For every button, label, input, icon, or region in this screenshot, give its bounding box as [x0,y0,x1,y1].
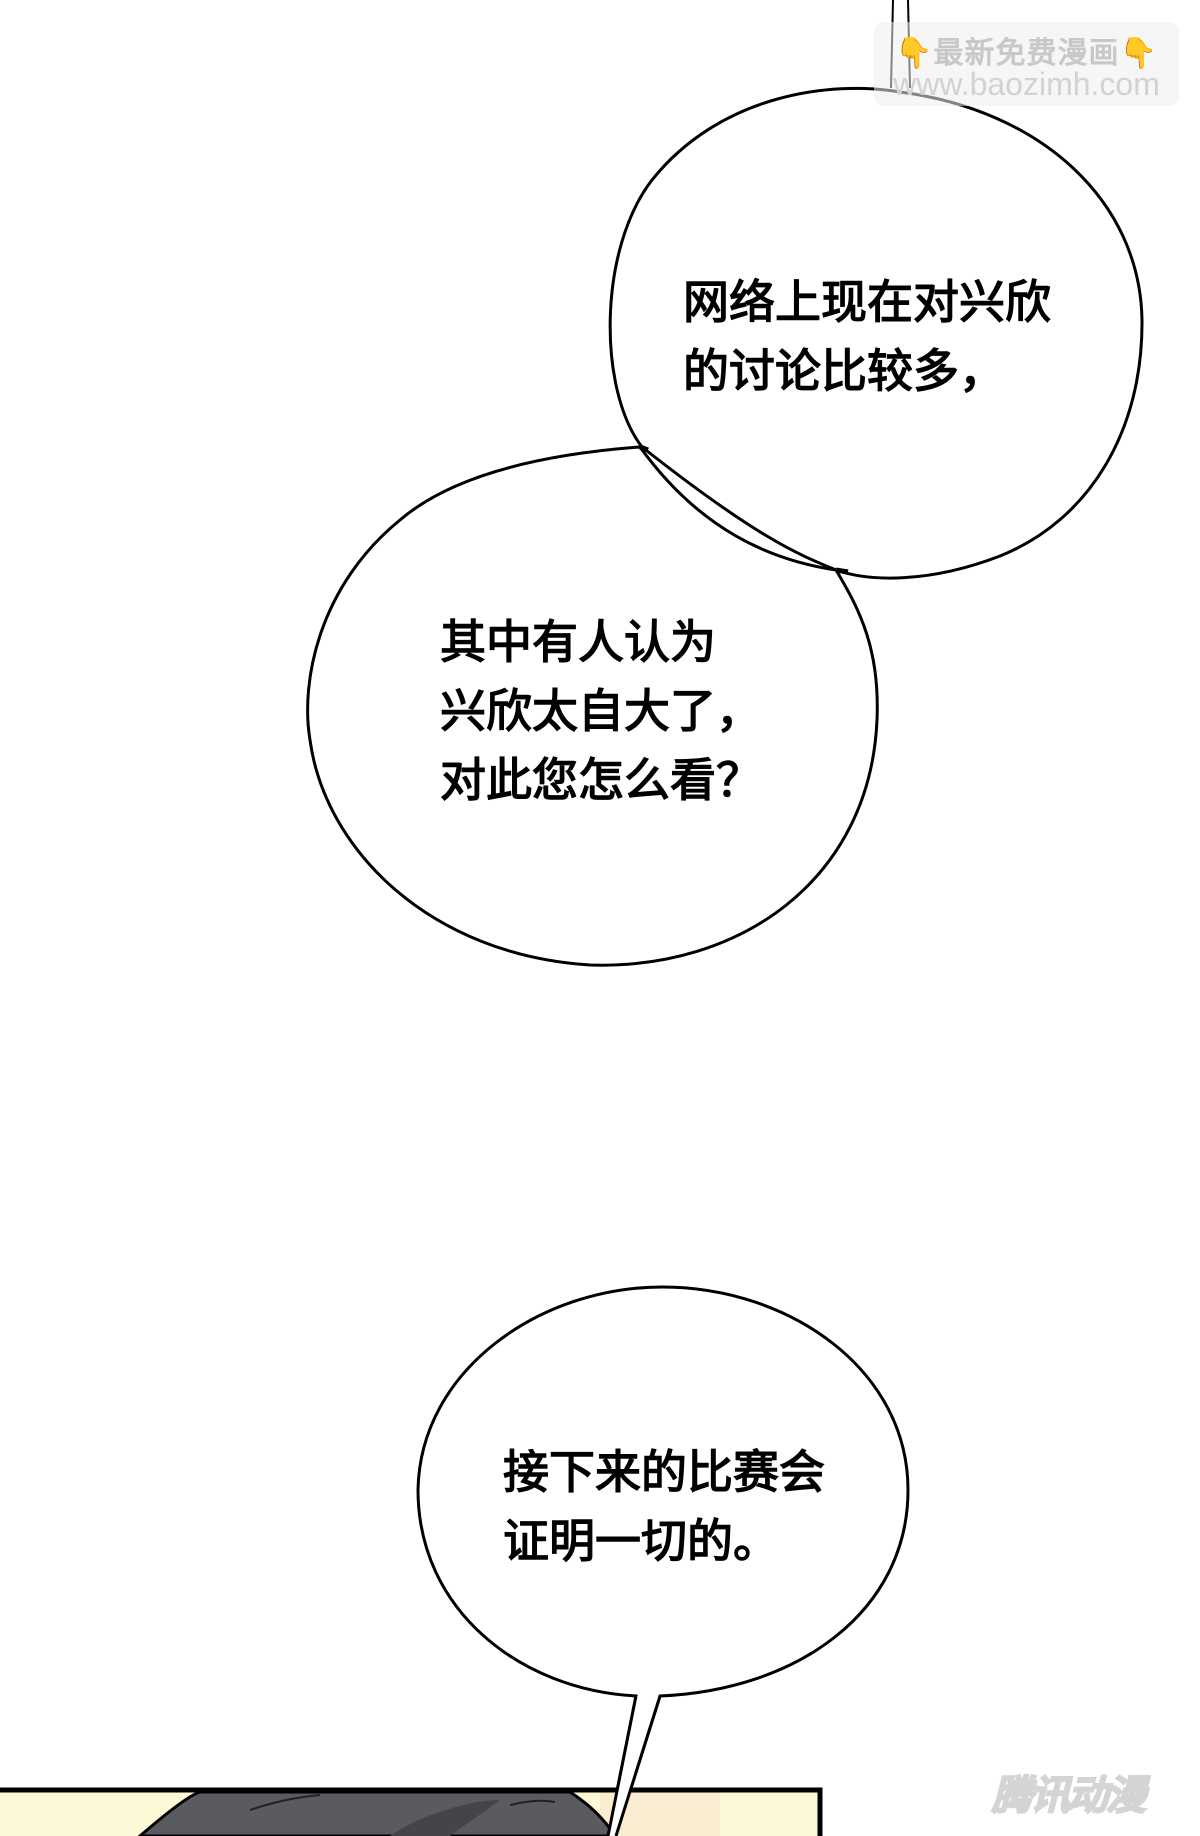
bubble-line: 接下来的比赛会 [503,1445,825,1499]
pointing-down-hand-icon: 👇 [1119,36,1158,71]
watermark-url: www.baozimh.com [893,66,1160,102]
site-watermark: 👇最新免费漫画👇 www.baozimh.com [874,22,1179,106]
watermark-title: 👇最新免费漫画👇 [874,28,1179,72]
pointing-down-hand-icon: 👇 [895,36,934,71]
bubble-line: 的讨论比较多， [683,344,1005,398]
watermark-title-text: 最新免费漫画 [933,36,1120,71]
bubble-line: 对此您怎么看？ [440,753,762,807]
brand-watermark: 腾讯动漫 [991,1772,1147,1820]
comic-panel-bottom [0,1695,823,1836]
bubble-line: 网络上现在对兴欣 [683,275,1051,329]
speech-bubble-2 [306,444,879,967]
bubble-1-text: 网络上现在对兴欣 的讨论比较多， [683,268,1051,406]
bubble-line: 兴欣太自大了， [440,684,762,738]
speech-bubble-3 [416,1285,910,1836]
bubble-line: 证明一切的。 [503,1514,779,1568]
bubble-line: 其中有人认为 [440,615,716,669]
bubble-3-text: 接下来的比赛会 证明一切的。 [503,1438,825,1576]
bubble-2-text: 其中有人认为 兴欣太自大了， 对此您怎么看？ [440,608,762,815]
